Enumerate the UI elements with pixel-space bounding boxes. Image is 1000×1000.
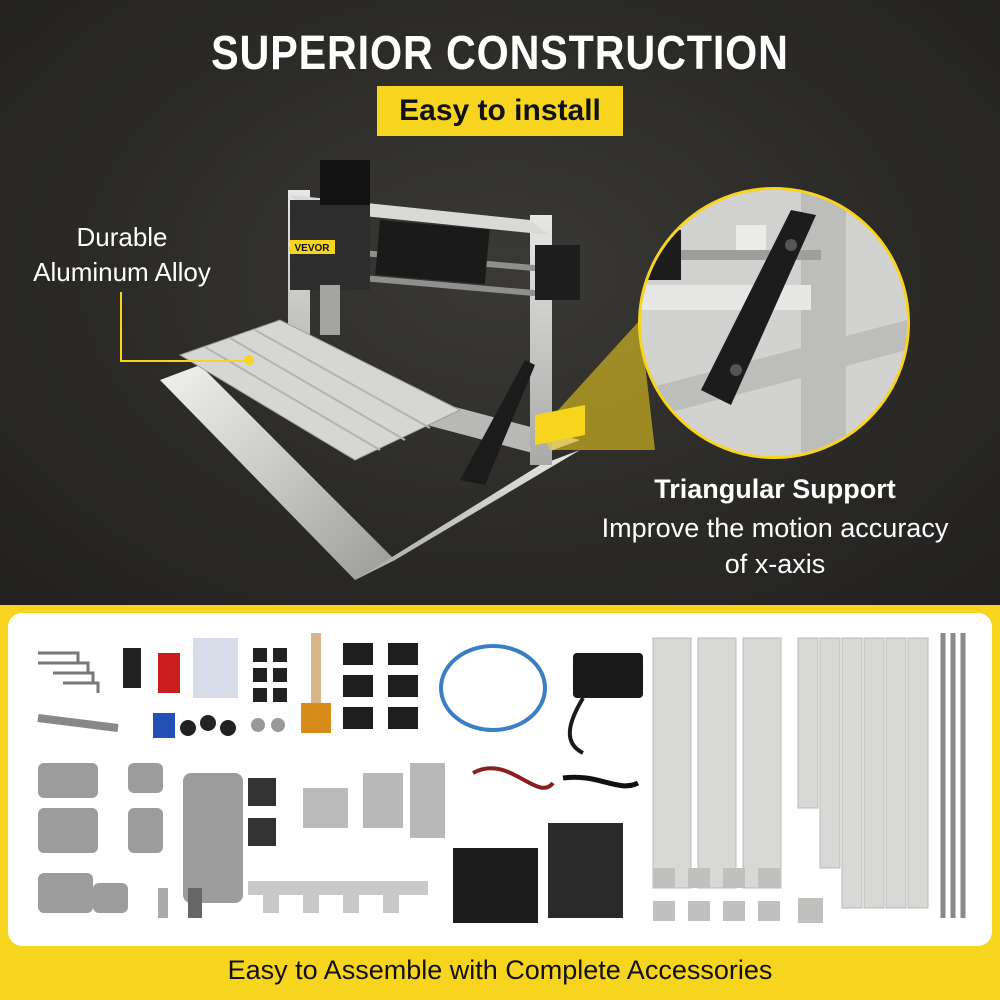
page-title: SUPERIOR CONSTRUCTION (211, 27, 789, 80)
plates-icon (363, 763, 445, 838)
allen-keys-icon (38, 651, 100, 693)
subtitle-text: Easy to install (399, 94, 601, 127)
accessories-section: Easy to Assemble with Complete Accessori… (0, 605, 1000, 1000)
control-board (375, 219, 490, 285)
control-board-icon (453, 848, 538, 923)
subtitle-badge: Easy to install (377, 86, 623, 136)
wire-harness-icon (472, 766, 555, 790)
nut-icon (251, 718, 285, 732)
wrench-icon (37, 714, 119, 732)
aluminum-label: Durable Aluminum Alloy (22, 220, 222, 290)
spindle-shaft (320, 285, 340, 335)
bit-box-icon (193, 638, 238, 698)
accessories-caption: Easy to Assemble with Complete Accessori… (227, 955, 773, 985)
callout-line-horizontal (120, 360, 250, 362)
spring-icon (158, 888, 168, 918)
brush-bristles-icon (301, 703, 331, 733)
t-nuts-icon (303, 788, 348, 828)
screws-bags-icon (38, 763, 243, 913)
accessories-panel (8, 613, 992, 946)
callout-dot (244, 355, 254, 365)
spindle-assembly-icon (548, 823, 623, 918)
base-frame-right (355, 450, 580, 580)
cnc-machine-illustration: VEVOR (160, 160, 585, 580)
coupling-icon (188, 888, 202, 918)
stepper-motor (535, 245, 580, 300)
tool-holder-icon (123, 648, 141, 688)
aluminum-label-line2: Aluminum Alloy (33, 257, 211, 287)
accessories-illustration (37, 633, 966, 923)
support-desc-line1: Improve the motion accuracy (601, 513, 949, 543)
power-adapter-icon (573, 653, 643, 698)
usb-cable-icon (439, 644, 547, 732)
triangular-support (460, 360, 535, 485)
support-closeup (641, 190, 907, 456)
aluminum-label-line1: Durable (76, 222, 168, 252)
hero-section: SUPERIOR CONSTRUCTION Easy to install VE… (0, 0, 1000, 605)
base-frame-left (160, 365, 395, 580)
spindle-motor (320, 160, 370, 205)
brush-handle-icon (311, 633, 321, 703)
brackets-row-icon (248, 881, 428, 913)
motor-brackets-icon (343, 643, 418, 729)
aluminum-profiles-icon (652, 637, 929, 909)
brand-tag-text: VEVOR (294, 243, 330, 254)
support-desc-line2: of x-axis (724, 549, 826, 579)
rubber-feet-icon (253, 648, 287, 702)
brand-tag (290, 240, 335, 254)
power-cable-icon (562, 774, 640, 789)
zoom-detail-circle (638, 187, 910, 459)
callout-line-vertical (120, 292, 122, 362)
support-bracket (701, 210, 816, 405)
corner-brackets-icon (653, 868, 823, 923)
usb-drive-icon (158, 653, 180, 693)
lead-screws-icon (940, 633, 966, 918)
zoom-beam (540, 320, 655, 450)
coupler-icon (153, 713, 175, 738)
stepper-motors-icon (248, 778, 276, 846)
support-description: Improve the motion accuracy of x-axis (570, 510, 980, 582)
round-feet-icon (180, 715, 236, 736)
support-title: Triangular Support (654, 474, 896, 504)
